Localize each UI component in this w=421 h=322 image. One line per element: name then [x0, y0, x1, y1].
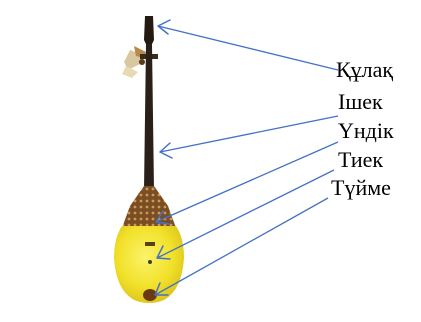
- pointer-undik: [156, 142, 338, 224]
- pointer-kulak: [158, 20, 338, 70]
- label-kulak: Құлақ: [336, 57, 393, 82]
- label-undik: Үндік: [338, 118, 394, 143]
- tassel-decoration: [122, 46, 146, 78]
- sound-hole: [148, 260, 152, 264]
- ornamented-shoulder: [122, 186, 176, 228]
- dombra-illustration: [114, 16, 184, 303]
- dombra-head: [144, 16, 154, 46]
- bridge: [145, 242, 155, 246]
- label-tuime: Түйме: [331, 175, 391, 200]
- label-tiek: Тиек: [338, 147, 383, 172]
- label-ishek: Ішек: [338, 89, 383, 114]
- dombra-neck: [144, 44, 154, 190]
- pointer-ishek: [160, 116, 338, 158]
